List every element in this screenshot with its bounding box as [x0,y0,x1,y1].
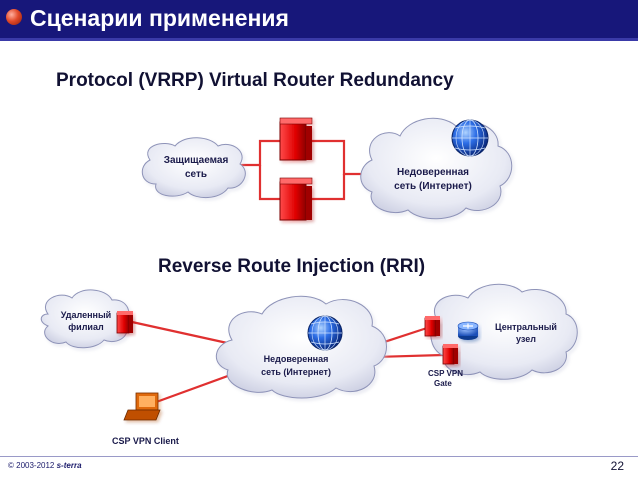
page-number: 22 [610,459,624,473]
link-untrusted-top [312,139,372,176]
globe-icon [451,119,489,157]
untrusted-net-label-1: Недоверенная [397,167,469,178]
vrrp-title: Protocol (VRRP) Virtual Router Redundanc… [56,70,454,91]
firewall-icon [116,311,133,334]
gate-label-2: Gate [434,379,452,388]
link-internet-gate [374,353,444,359]
copyright-text: © 2003-2012 [8,461,55,470]
internet-label-2: сеть (Интернет) [261,367,331,377]
internet-label-1: Недоверенная [264,354,329,364]
gate-firewall-icon [442,344,458,365]
internet-cloud [216,295,387,399]
firewall-icon [424,316,440,337]
remote-branch-cloud [40,289,130,349]
central-node-label-1: Центральный [495,322,557,332]
protected-net-label-2: сеть [185,169,207,180]
page-title: Сценарии применения [30,5,289,31]
laptop-icon [123,392,161,421]
firewall-icon [279,177,313,221]
central-node-label-2: узел [516,334,536,344]
bullet-icon [6,9,22,25]
firewall-icon [279,117,313,161]
vrrp-links [240,139,372,201]
link-protected-top [240,139,280,167]
remote-branch-label-1: Удаленный [61,310,111,320]
remote-branch-label-2: филиал [68,322,104,332]
rri-title: Reverse Route Injection (RRI) [158,256,426,277]
router-icon [457,321,479,340]
link-protected-bottom [258,165,280,201]
client-label: CSP VPN Client [112,436,179,446]
untrusted-net-label-2: сеть (Интернет) [394,181,472,192]
protected-net-label-1: Защищаемая [164,155,229,166]
gate-label-1: CSP VPN [428,369,463,378]
link-untrusted-bottom [312,174,346,201]
footer-divider [0,456,638,457]
brand-logo: s-terra [56,461,82,470]
central-node-cloud [430,283,578,380]
protected-net-cloud [141,137,246,198]
globe-icon [307,315,343,351]
copyright: © 2003-2012 s-terra [8,461,82,470]
title-underline [0,38,638,41]
title-bar: Сценарии применения [0,0,638,38]
